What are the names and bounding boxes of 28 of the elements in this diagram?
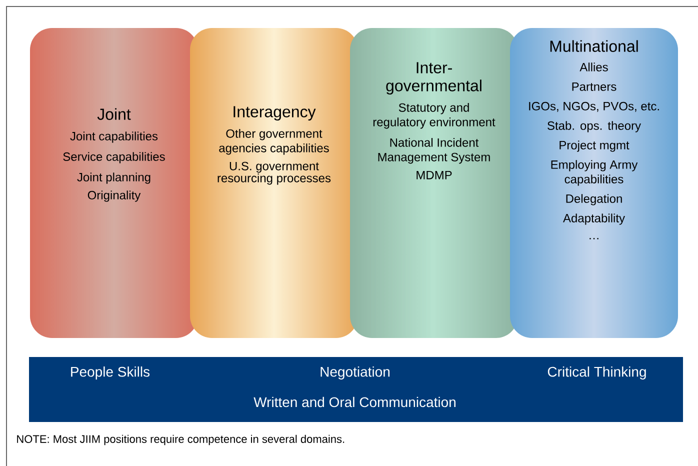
list-item: Service capabilities <box>63 152 165 164</box>
list-item: Employing Army capabilities <box>551 160 638 186</box>
skills-band <box>29 357 683 422</box>
skill-label: Critical Thinking <box>548 366 646 380</box>
list-item: Partners <box>572 82 616 91</box>
list-item: Adaptability <box>563 214 625 225</box>
list-item: Statutory and regulatory environment <box>373 103 496 129</box>
list-item: IGOs, NGOs, PVOs, etc. <box>529 102 659 112</box>
column-heading: Inter-governmental <box>386 62 482 95</box>
list-item: U.S. government resourcing processes <box>218 162 331 185</box>
list-item: … <box>590 238 598 240</box>
list-item: Joint planning <box>77 172 150 184</box>
list-item: Allies <box>580 62 608 72</box>
list-item: MDMP <box>416 170 452 180</box>
list-item: Joint capabilities <box>70 132 158 143</box>
list-item: Other government agencies capabilities <box>219 129 329 155</box>
column-heading: Interagency <box>234 106 316 121</box>
list-item: Originality <box>88 190 141 202</box>
column-heading: Joint <box>97 108 131 120</box>
skill-label: Written and Oral Communication <box>254 396 456 408</box>
skill-label: Negotiation <box>320 366 390 380</box>
column-heading: Multinational <box>550 40 638 52</box>
list-item: Stab. ops. theory <box>548 121 641 132</box>
list-item: Delegation <box>566 194 622 206</box>
note: NOTE: Most JIIM positions require competence in several domains. <box>17 434 344 446</box>
list-item: National Incident Management System <box>378 138 490 164</box>
skill-label: People Skills <box>71 366 150 380</box>
list-item: Project mgmt <box>560 140 630 152</box>
